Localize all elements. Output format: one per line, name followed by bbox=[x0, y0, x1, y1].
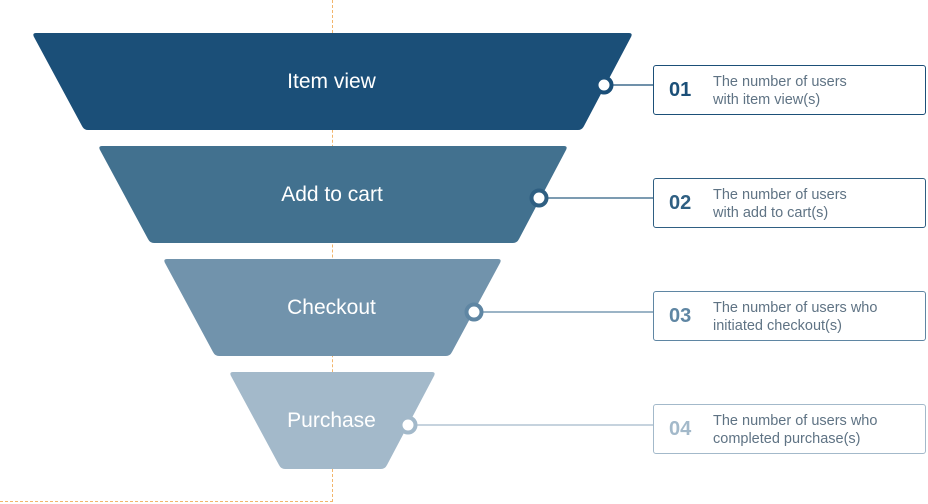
stage-description-line: with add to cart(s) bbox=[713, 205, 829, 221]
funnel-label-add-to-cart: Add to cart bbox=[281, 183, 383, 206]
stage-description-line: initiated checkout(s) bbox=[713, 318, 842, 334]
stage-number: 02 bbox=[669, 192, 692, 214]
funnel-segment-item-view bbox=[33, 33, 632, 130]
stage-description-line: The number of users who bbox=[713, 413, 878, 429]
funnel-label-item-view: Item view bbox=[287, 70, 377, 93]
connector-dot-item-view bbox=[594, 75, 614, 95]
funnel-label-purchase: Purchase bbox=[287, 409, 376, 432]
stage-description: The number of users who initiated checkou… bbox=[713, 299, 923, 335]
stage-description-line: The number of users bbox=[713, 74, 847, 90]
stage-description-line: completed purchase(s) bbox=[713, 431, 861, 447]
funnel-segment-checkout bbox=[164, 259, 501, 356]
stage-number: 03 bbox=[669, 305, 692, 327]
connector-dot-checkout bbox=[464, 302, 484, 322]
funnel-segment-add-to-cart bbox=[99, 146, 567, 243]
stage-card-checkout: 03 The number of users who initiated check… bbox=[653, 291, 926, 341]
connector-dot-add-to-cart bbox=[529, 188, 549, 208]
funnel-segment-purchase bbox=[230, 372, 435, 469]
stage-number: 01 bbox=[669, 79, 692, 101]
connector-dot-purchase bbox=[398, 415, 418, 435]
stage-description-line: with item view(s) bbox=[713, 92, 821, 108]
stage-description: The number of users who completed purchas… bbox=[713, 412, 923, 448]
frame-guide bbox=[0, 0, 333, 502]
stage-card-purchase: 04 The number of users who completed purch… bbox=[653, 404, 926, 454]
stage-description: The number of users with item view(s) bbox=[713, 73, 923, 109]
stage-card-add-to-cart: 02 The number of users with add to cart(s) bbox=[653, 178, 926, 228]
stage-description-line: The number of users bbox=[713, 187, 847, 203]
funnel-label-checkout: Checkout bbox=[287, 296, 376, 319]
stage-description: The number of users with add to cart(s) bbox=[713, 186, 923, 222]
stage-number: 04 bbox=[669, 418, 692, 440]
stage-card-item-view: 01 The number of users with item view(s) bbox=[653, 65, 926, 115]
stage-description-line: The number of users who bbox=[713, 300, 878, 316]
